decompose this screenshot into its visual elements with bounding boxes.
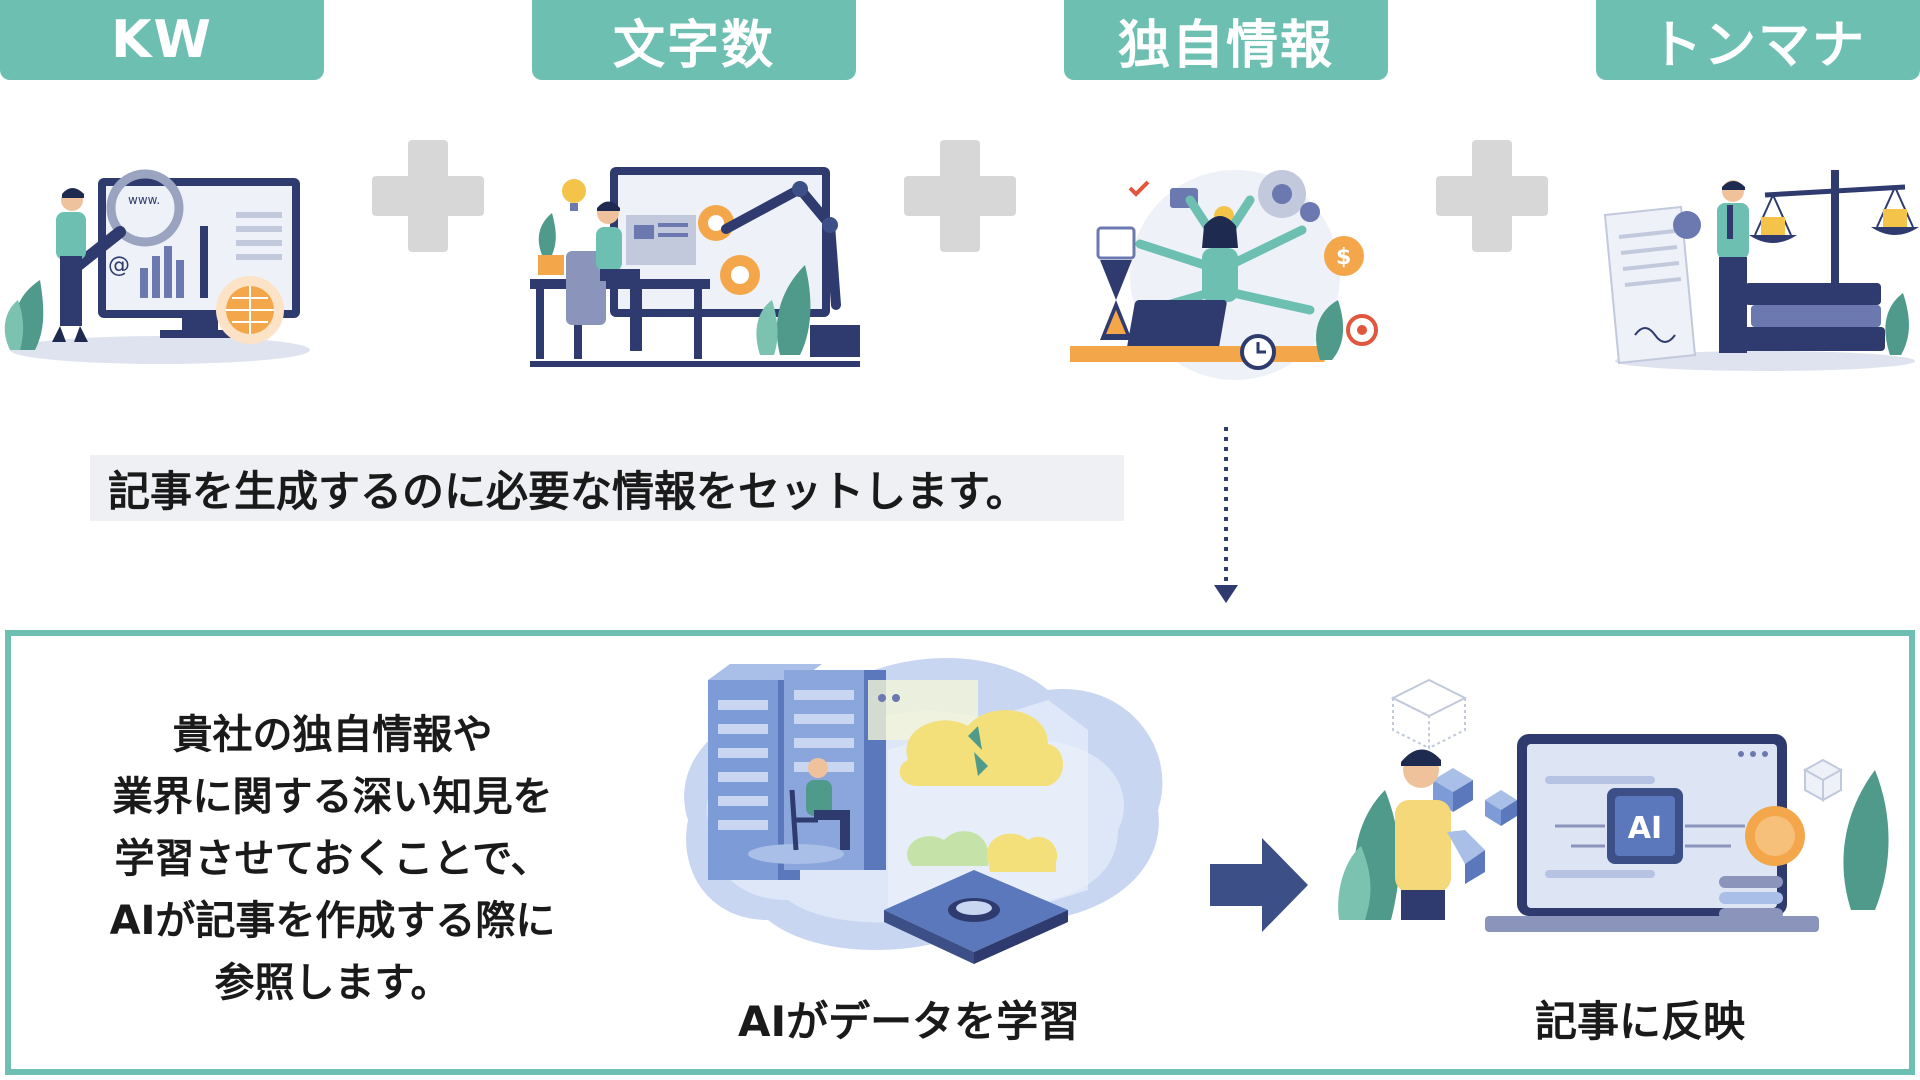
ai-data-learning-illustration <box>684 657 1163 964</box>
svg-text:AI: AI <box>1628 811 1662 846</box>
article-reflection-label: 記事に反映 <box>1535 997 1746 1046</box>
learning-description: 貴社の独自情報や 業界に関する深い知見を 学習させておくことで、 AIが記事を作… <box>55 704 610 1014</box>
svg-text:@: @ <box>108 253 130 278</box>
header-kw: KW <box>0 0 324 80</box>
info-caption: 記事を生成するのに必要な情報をセットします。 <box>90 455 1124 521</box>
multitasking-info-illustration: $ <box>1070 170 1378 380</box>
keyword-search-illustration: www. @ <box>4 169 310 364</box>
plus-icon-2 <box>904 140 1016 252</box>
header-tone-manner: トンマナ <box>1596 0 1920 80</box>
header-char-count: 文字数 <box>532 0 856 80</box>
right-arrow-icon <box>1210 838 1308 932</box>
plus-icon-3 <box>1436 140 1548 252</box>
writing-workstation-illustration <box>530 167 860 367</box>
description-line: AIが記事を作成する際に <box>109 898 556 944</box>
description-line: 学習させておくことで、 <box>114 836 551 882</box>
learning-panel <box>5 630 1915 1075</box>
svg-text:$: $ <box>1336 245 1351 270</box>
svg-text:www.: www. <box>128 193 160 207</box>
description-line: 貴社の独自情報や <box>172 712 493 758</box>
plus-icon-1 <box>372 140 484 252</box>
header-unique-info: 独自情報 <box>1064 0 1388 80</box>
tone-balance-illustration <box>1603 170 1919 371</box>
ai-article-reflection-illustration: AI <box>1338 678 1889 932</box>
down-arrow-icon <box>1214 427 1238 603</box>
ai-learning-label: AIがデータを学習 <box>738 997 1081 1046</box>
description-line: 参照します。 <box>214 960 451 1006</box>
description-line: 業界に関する深い知見を <box>112 774 553 820</box>
